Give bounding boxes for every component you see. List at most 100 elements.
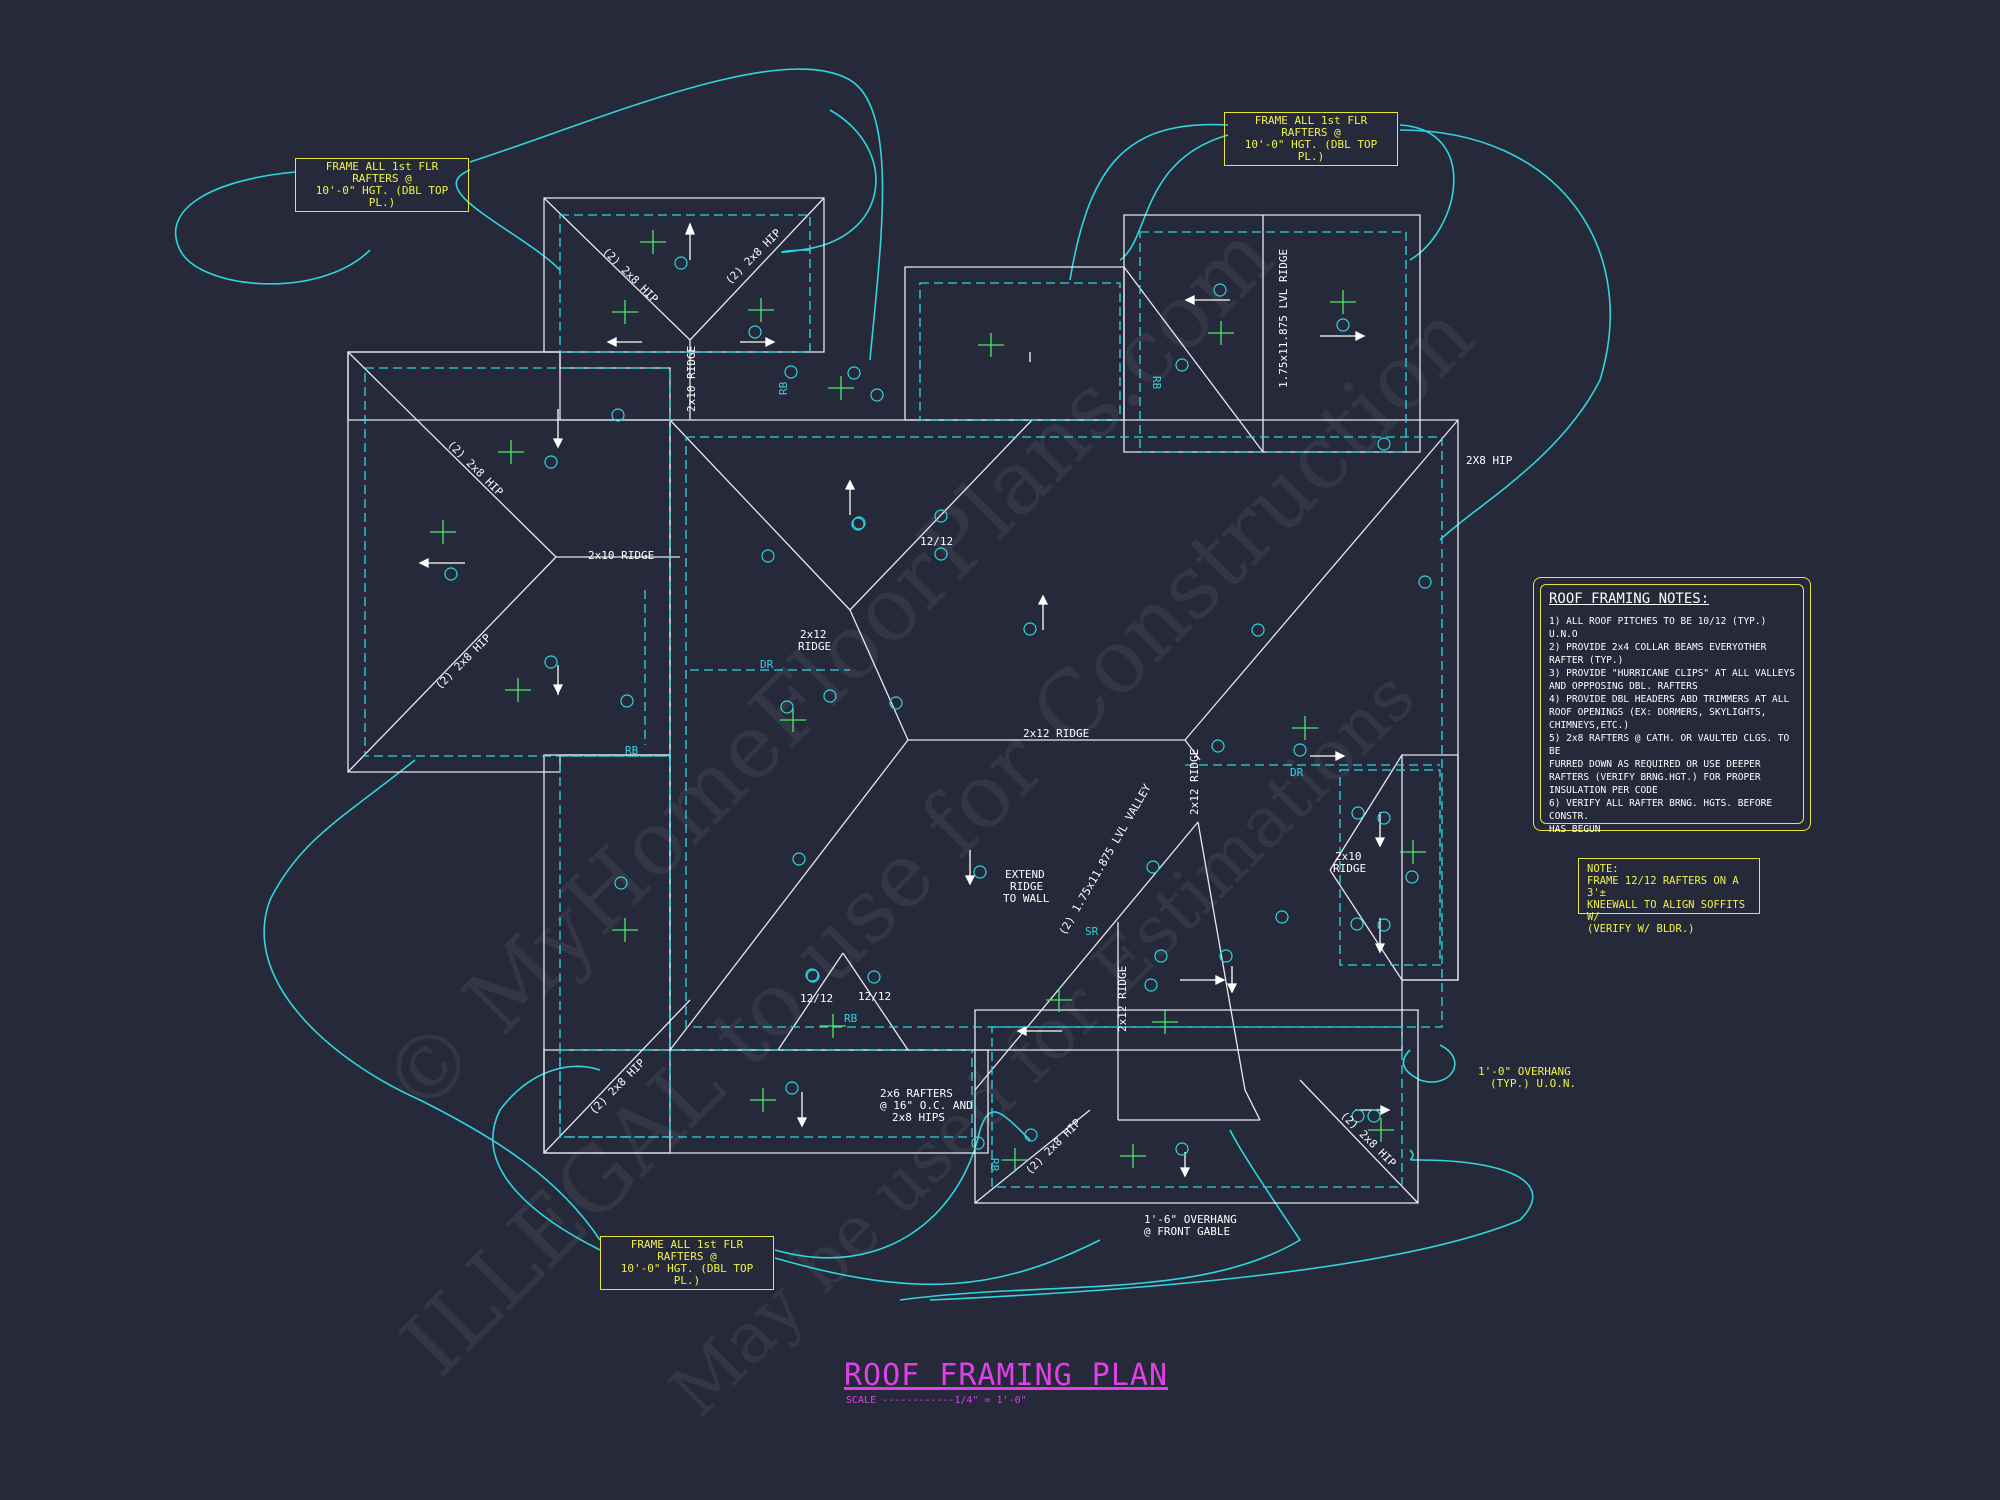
extend-line-2: RIDGE: [1010, 880, 1043, 893]
ridge-small-label-1: 2x12: [800, 628, 827, 641]
ridge-east-label-1: 2x10: [1335, 850, 1362, 863]
west-wing-outline: [347, 351, 671, 773]
east-bay-outline: [1401, 754, 1459, 981]
leader-curve: [929, 1149, 1534, 1301]
rb-label-2: RB: [777, 381, 790, 395]
hip-s-label: (2) 2x8 HIP: [1023, 1116, 1084, 1177]
callout-bottom: FRAME ALL 1st FLR RAFTERS @ 10'-0" HGT. …: [600, 1236, 774, 1290]
note-line: 3) PROVIDE "HURRICANE CLIPS" AT ALL VALL…: [1549, 668, 1795, 679]
rb-label-1: RB: [625, 744, 639, 757]
rb-label-5: RB: [988, 1158, 1001, 1172]
extend-line-1: EXTEND: [1005, 868, 1045, 881]
overhang-right-label: 1'-0" OVERHANG (TYP.) U.O.N.: [1478, 1066, 1576, 1090]
ridge-front-label: 2x12 RIDGE: [1116, 966, 1129, 1032]
callout-top-right-line-2: 10'-0" HGT. (DBL TOP PL.): [1244, 138, 1378, 163]
dr-label-2: DR: [1290, 766, 1304, 779]
ridge-east-label-2: RIDGE: [1333, 862, 1366, 875]
pitch-12-12-a: 12/12: [920, 535, 953, 548]
hip-w1-label: (2) 2x8 HIP: [445, 438, 506, 499]
notes-list: 1) ALL ROOF PITCHES TO BE 10/12 (TYP.) U…: [1549, 615, 1795, 836]
callout-top-right-line-1: FRAME ALL 1st FLR RAFTERS @: [1254, 114, 1368, 139]
callout-top-left-line-1: FRAME ALL 1st FLR RAFTERS @: [325, 160, 439, 185]
pitch-12-12-b: 12/12: [800, 992, 833, 1005]
overhang-right-line-2: (TYP.) U.O.N.: [1490, 1077, 1577, 1090]
northeast-wing-outline: [1123, 214, 1421, 453]
rafter-callout-circles: [444, 256, 1432, 1156]
leader-curve: [781, 109, 877, 254]
note-line: 6) VERIFY ALL RAFTER BRNG. HGTS. BEFORE …: [1549, 798, 1773, 822]
note-line: HAS BEGUN: [1549, 824, 1601, 835]
ridge-left-label: 2x10 RIDGE: [588, 549, 654, 562]
callout-top-right: FRAME ALL 1st FLR RAFTERS @ 10'-0" HGT. …: [1224, 112, 1398, 166]
extend-line-3: TO WALL: [1003, 892, 1050, 905]
kneewall-note-line-3: KNEEWALL TO ALIGN SOFFITS W/: [1587, 899, 1746, 923]
hip-nw2-label: (2) 2x8 HIP: [723, 226, 784, 287]
notes-title: ROOF FRAMING NOTES:: [1549, 591, 1710, 607]
leader-curve: [492, 1065, 601, 1251]
leader-curve: [174, 171, 371, 285]
note-line: RAFTER (TYP.): [1549, 655, 1624, 666]
note-line: 1) ALL ROOF PITCHES TO BE 10/12 (TYP.) U…: [1549, 616, 1767, 640]
roof-framing-notes-inner: ROOF FRAMING NOTES: 1) ALL ROOF PITCHES …: [1540, 584, 1804, 835]
ridge-small-label-2: RIDGE: [798, 640, 831, 653]
drawing-title: ROOF FRAMING PLAN: [844, 1358, 1169, 1393]
north-wing-outline: [543, 197, 825, 353]
rafters-2x6-line-1: 2x6 RAFTERS: [880, 1087, 953, 1100]
overhang-front-line-1: 1'-6" OVERHANG: [1144, 1213, 1237, 1226]
pitch-markers: [430, 230, 1426, 1172]
overhang-front-label: 1'-6" OVERHANG @ FRONT GABLE: [1144, 1214, 1237, 1238]
callout-bottom-line-2: 10'-0" HGT. (DBL TOP PL.): [620, 1262, 754, 1287]
hip-nw1-label: (2) 2x8 HIP: [600, 245, 661, 306]
note-line: AND OPPPOSING DBL. RAFTERS: [1549, 681, 1698, 692]
leader-curve: [263, 759, 601, 1241]
leader-curve: [455, 169, 561, 271]
leader-curve: [774, 1239, 1101, 1286]
note-line: RAFTERS (VERIFY BRNG.HGT.) FOR PROPER: [1549, 772, 1761, 783]
lvl-ridge-label: 1.75x11.875 LVL RIDGE: [1277, 249, 1290, 388]
overhang-front-line-2: @ FRONT GABLE: [1144, 1225, 1231, 1238]
rafters-2x6-line-3: 2x8 HIPS: [892, 1111, 945, 1124]
callout-bottom-line-1: FRAME ALL 1st FLR RAFTERS @: [630, 1238, 744, 1263]
leader-curves: [174, 68, 1611, 1301]
hip-2x8-label: 2X8 HIP: [1466, 454, 1513, 467]
rafters-2x6-line-2: @ 16" O.C. AND: [880, 1099, 973, 1112]
sr-label: SR: [1085, 925, 1099, 938]
wall-lines: [364, 214, 1443, 1188]
direction-arrows: [418, 222, 1391, 1178]
leader-curve: [1399, 129, 1611, 541]
leader-curve: [1119, 134, 1229, 261]
kneewall-note-line-4: (VERIFY W/ BLDR.): [1587, 923, 1695, 935]
roof-framing-notes: ROOF FRAMING NOTES: 1) ALL ROOF PITCHES …: [1533, 577, 1811, 835]
roof-outlines: [347, 197, 1459, 1204]
leader-curve: [1402, 1044, 1456, 1083]
callout-top-left-line-2: 10'-0" HGT. (DBL TOP PL.): [315, 184, 449, 209]
kneewall-note-line-1: NOTE:: [1587, 863, 1619, 875]
rb-label-3: RB: [1150, 376, 1163, 390]
overhang-right-line-1: 1'-0" OVERHANG: [1478, 1065, 1571, 1078]
ridge-top-label: 2x10 RIDGE: [685, 346, 698, 412]
leader-curve: [899, 1129, 1302, 1301]
kneewall-note: NOTE: FRAME 12/12 RAFTERS ON A 3'± KNEEW…: [1578, 858, 1760, 935]
watermark: © MyHomeFloorPlans.com ILLEGAL to use fo…: [362, 204, 1493, 1432]
leader-curve: [469, 68, 884, 361]
note-line: 5) 2x8 RAFTERS @ CATH. OR VAULTED CLGS. …: [1549, 733, 1790, 757]
leader-curve: [774, 1111, 1031, 1259]
note-line: ROOF OPENINGS (EX: DORMERS, SKYLIGHTS,: [1549, 707, 1767, 718]
note-line: CHIMNEYS,ETC.): [1549, 720, 1630, 731]
callout-top-left: FRAME ALL 1st FLR RAFTERS @ 10'-0" HGT. …: [295, 158, 469, 212]
drawing-scale: SCALE ------------1/4" = 1'-0": [846, 1395, 1027, 1406]
note-line: 4) PROVIDE DBL HEADERS ABD TRIMMERS AT A…: [1549, 694, 1790, 705]
watermark-line-2: ILLEGAL to use for Construction: [382, 284, 1493, 1395]
note-line: INSULATION PER CODE: [1549, 785, 1658, 796]
pitch-12-12-c: 12/12: [858, 990, 891, 1003]
leader-curve: [1399, 124, 1455, 261]
kneewall-note-line-2: FRAME 12/12 RAFTERS ON A 3'±: [1587, 875, 1739, 899]
rb-label-4: RB: [844, 1012, 858, 1025]
dr-label-1: DR: [760, 658, 774, 671]
leader-curve: [1069, 123, 1229, 281]
note-line: FURRED DOWN AS REQUIRED OR USE DEEPER: [1549, 759, 1761, 770]
note-line: 2) PROVIDE 2x4 COLLAR BEAMS EVERYOTHER: [1549, 642, 1767, 653]
hip-w2-label: (2) 2x8 HIP: [433, 631, 494, 692]
